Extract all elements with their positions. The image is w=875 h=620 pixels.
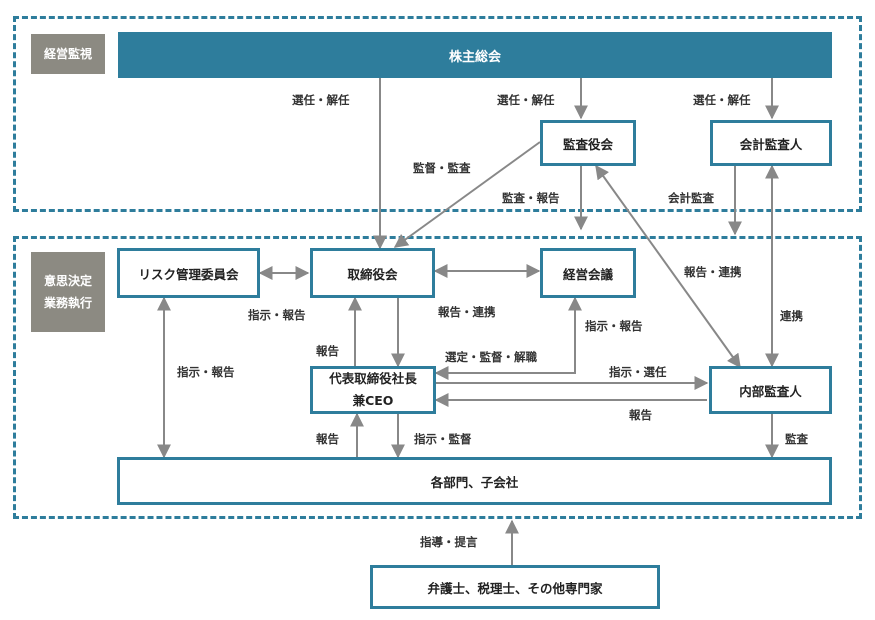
- execution-tag-line1: 意思決定: [43, 274, 92, 288]
- departments-box: 各部門、子会社: [117, 457, 832, 505]
- experts-box: 弁護士、税理士、その他専門家: [370, 565, 660, 609]
- label-instruct-report-risk: 指示・報告: [248, 308, 306, 322]
- label-select-supervise-dismiss: 選定・監督・解職: [445, 350, 537, 364]
- accounting-auditor-box: 会計監査人: [710, 120, 832, 166]
- label-report-dept: 報告: [316, 432, 339, 446]
- label-audit: 監査: [785, 432, 808, 446]
- edge-council-ceo: [434, 296, 582, 380]
- risk-committee-box: リスク管理委員会: [117, 248, 260, 298]
- shareholders-meeting-banner: 株主総会: [118, 32, 832, 78]
- label-elect-audit: 選任・解任: [497, 93, 555, 107]
- label-report-ceo-board: 報告: [316, 344, 339, 358]
- label-instruct-report-left: 指示・報告: [177, 365, 235, 379]
- label-elect-accountant: 選任・解任: [693, 93, 751, 107]
- ceo-box: 代表取締役社長 兼CEO: [310, 366, 436, 414]
- edge-audit-internal: [595, 164, 741, 369]
- label-instruct-supervise: 指示・監督: [414, 432, 472, 446]
- internal-audit-box: 内部監査人: [709, 366, 832, 414]
- label-report-coop-right: 報告・連携: [684, 265, 742, 279]
- execution-section-frame: [13, 236, 862, 519]
- ceo-title-line1: 代表取締役社長: [329, 371, 417, 386]
- oversight-tag: 経営監視: [31, 34, 105, 74]
- label-instruct-report-council: 指示・報告: [585, 319, 643, 333]
- ceo-title-line2: 兼CEO: [352, 393, 394, 408]
- label-audit-report: 監査・報告: [502, 191, 560, 205]
- oversight-section-frame: [13, 16, 862, 212]
- label-supervise-audit: 監督・監査: [413, 161, 471, 175]
- label-report-internal: 報告: [629, 408, 652, 422]
- management-council-box: 経営会議: [540, 248, 636, 298]
- label-coop: 連携: [780, 309, 803, 323]
- label-guide-propose: 指導・提言: [420, 535, 478, 549]
- execution-tag-line2: 業務執行: [43, 296, 92, 310]
- label-report-coop-board: 報告・連携: [438, 305, 496, 319]
- edge-audit-board: [393, 141, 541, 248]
- execution-tag: 意思決定業務執行: [31, 252, 105, 332]
- label-elect-board: 選任・解任: [292, 93, 350, 107]
- audit-board-box: 監査役会: [540, 120, 636, 166]
- board-box: 取締役会: [310, 248, 435, 298]
- label-accounting-audit: 会計監査: [668, 191, 714, 205]
- label-instruct-elect: 指示・選任: [609, 365, 667, 379]
